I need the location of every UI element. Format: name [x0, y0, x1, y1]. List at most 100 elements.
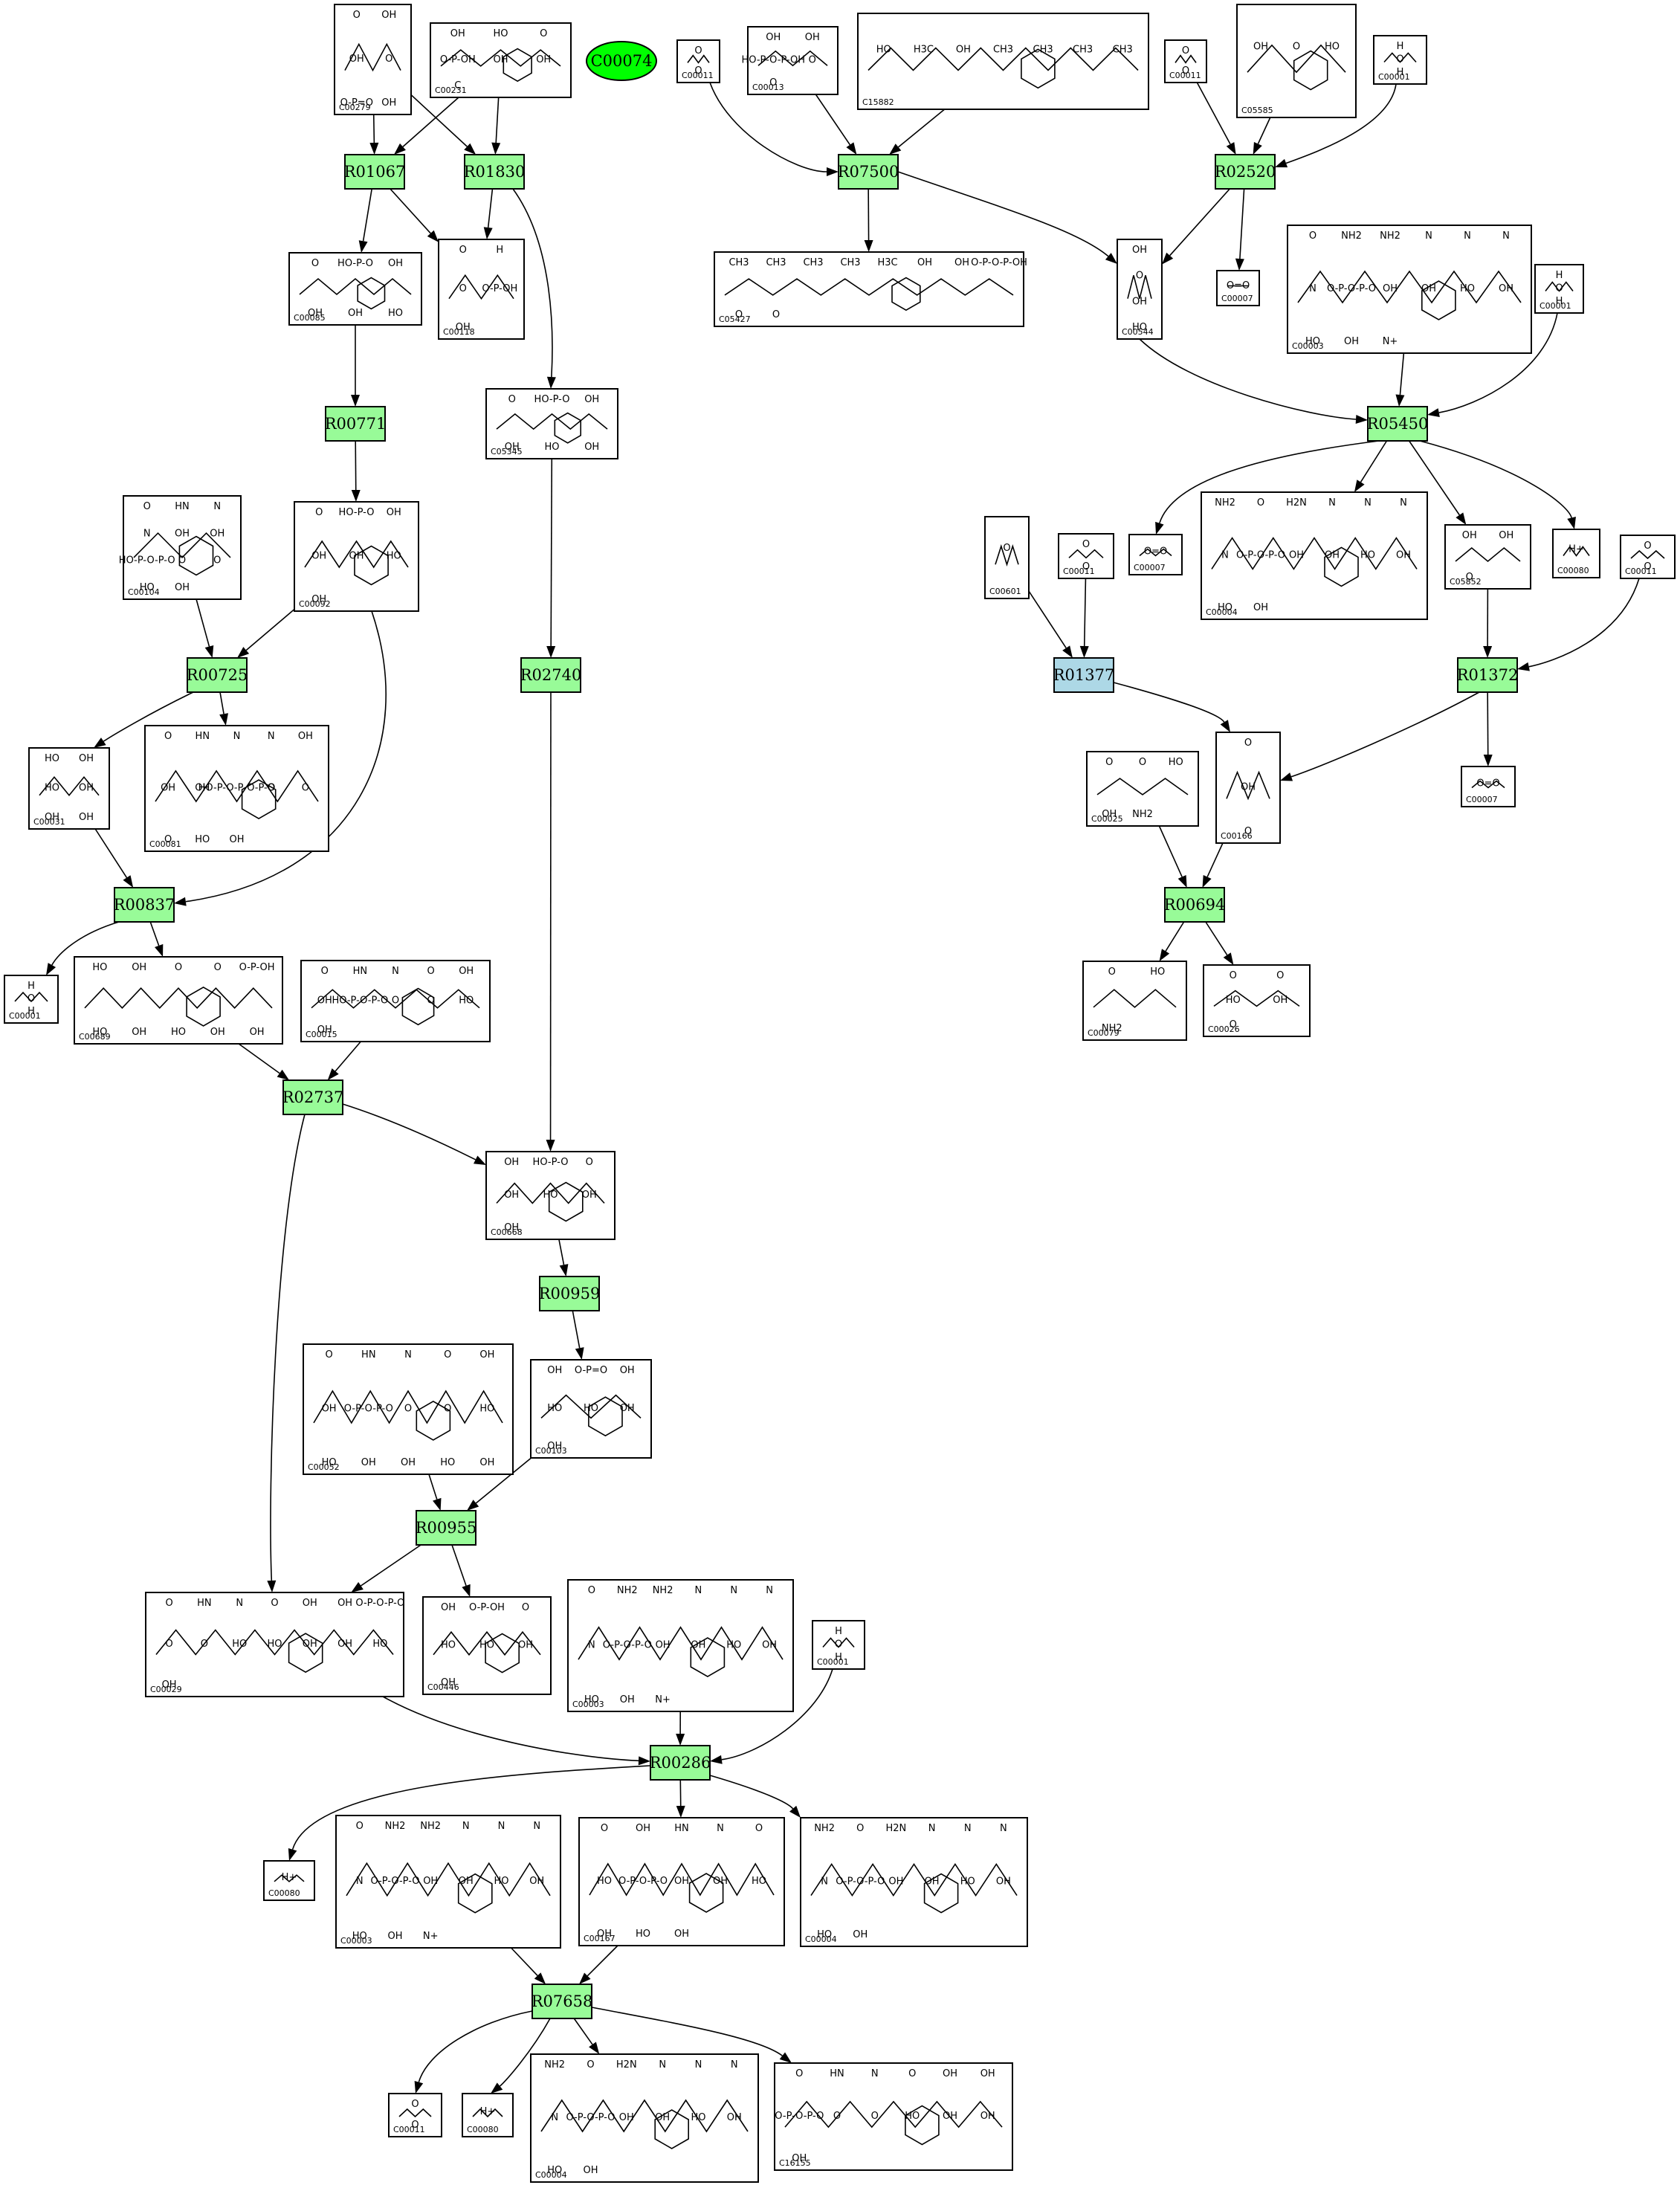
atom-label: HO: [171, 1027, 186, 1038]
reaction-node-r00959[interactable]: R00959: [539, 1276, 601, 1311]
edge-line: [103, 691, 194, 742]
reaction-node-r01377[interactable]: R01377: [1053, 657, 1115, 693]
reaction-node-r00771[interactable]: R00771: [325, 406, 387, 442]
atom-label: H: [28, 1006, 35, 1017]
compound-id-label: C05427: [719, 314, 751, 324]
edge-line: [51, 921, 120, 966]
edge-c00231-to-r01830-arrowhead: [491, 142, 501, 155]
reaction-node-r02737[interactable]: R02737: [282, 1079, 344, 1115]
reaction-node-r02520[interactable]: R02520: [1215, 154, 1276, 190]
atom-label: O: [164, 834, 172, 845]
atom-label: OH: [1241, 782, 1256, 793]
edge-line: [587, 1945, 618, 1977]
atom-label: O: [385, 54, 392, 65]
atom-label: N+: [423, 1931, 439, 1942]
atom-label: O: [1276, 970, 1284, 981]
compound-node-c00080[interactable]: H+C00080: [263, 1860, 315, 1901]
reaction-node-r00286[interactable]: R00286: [650, 1745, 711, 1781]
start-compound-node[interactable]: [586, 41, 657, 81]
compound-node-c00080[interactable]: H+C00080: [1552, 529, 1600, 578]
reaction-node-r00694[interactable]: R00694: [1164, 887, 1226, 923]
edge-line: [1399, 352, 1405, 396]
reaction-node-r05450[interactable]: R05450: [1367, 406, 1429, 442]
atom-label: OH: [792, 2153, 807, 2164]
reaction-box: [1367, 406, 1428, 442]
edge-line: [402, 97, 459, 147]
edge-r02520-to-c00007a: [1235, 188, 1245, 271]
reaction-node-r00837[interactable]: R00837: [114, 887, 175, 923]
reaction-node-r07500[interactable]: R07500: [838, 154, 899, 190]
atom-label: O-P-O-P-O: [603, 1640, 652, 1651]
reaction-node-r02740[interactable]: R02740: [520, 657, 582, 693]
atom-label: OH: [925, 1876, 940, 1888]
edge-r02737-to-c00029-arrowhead: [267, 1580, 277, 1592]
reaction-node-r01067[interactable]: R01067: [344, 154, 406, 190]
atom-label: OH: [504, 1222, 519, 1233]
reaction-node-r00725[interactable]: R00725: [187, 657, 248, 693]
atom-label: HO: [1218, 602, 1232, 613]
reaction-node-r01830[interactable]: R01830: [464, 154, 526, 190]
compound-node-c00080[interactable]: H+C00080: [462, 2093, 514, 2137]
atom-label: HO-P-O: [534, 394, 570, 405]
reaction-node-r00955[interactable]: R00955: [416, 1510, 477, 1546]
atom-label: O: [321, 966, 329, 977]
edge-c00011d-to-r01372-arrowhead: [1517, 662, 1530, 671]
edge-line: [382, 1696, 639, 1762]
edge-c00279-to-r01830: [410, 94, 476, 155]
atom-label: OH: [584, 394, 599, 405]
atom-label: HO-P-O-P-O: [119, 555, 175, 567]
atom-label: OH: [727, 2112, 742, 2123]
atom-label: HN: [197, 1598, 212, 1609]
reaction-node-r07658[interactable]: R07658: [532, 1984, 593, 2019]
reaction-node-r01372[interactable]: R01372: [1457, 657, 1519, 693]
atom-label: HO-P-O: [337, 258, 373, 269]
